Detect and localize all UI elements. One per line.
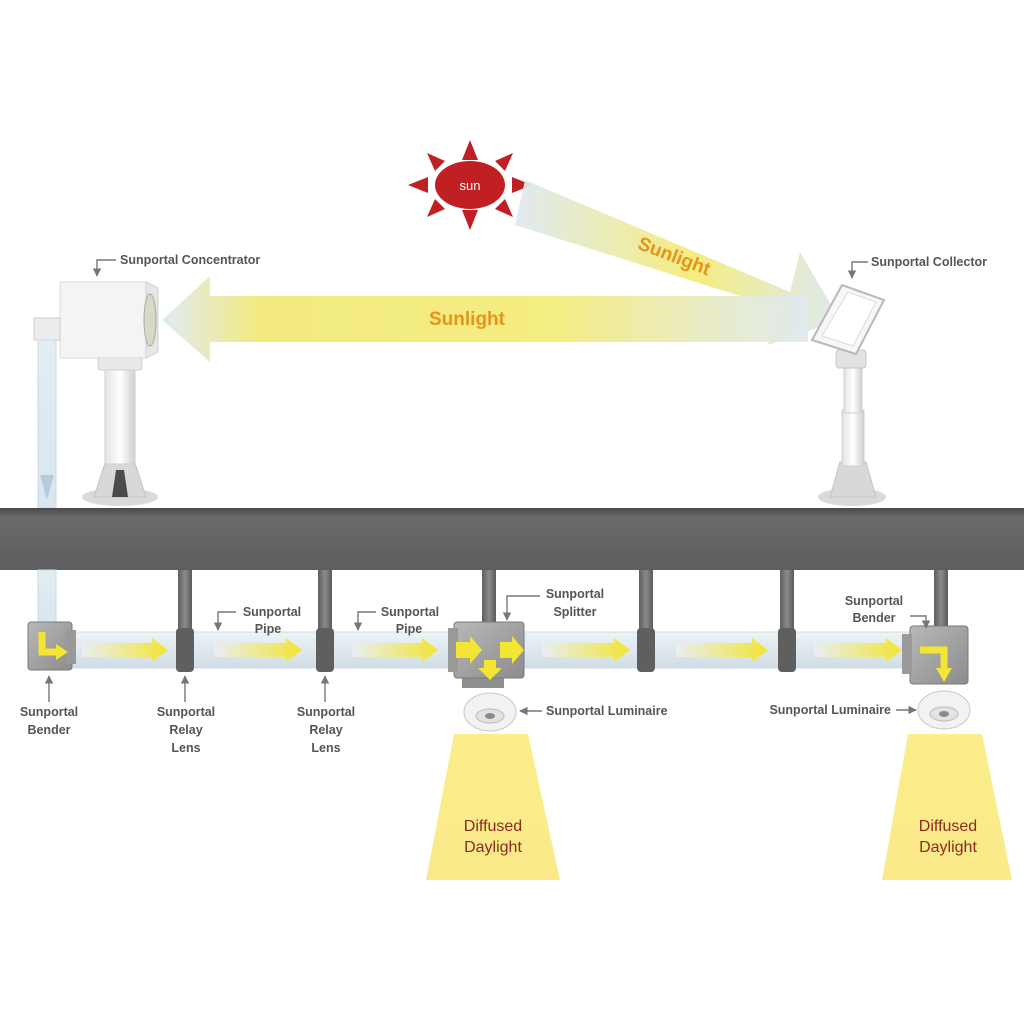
relay-lens-4 [778, 628, 796, 672]
pipe-2-pointer [353, 611, 376, 631]
pipe-flow-arrows [82, 638, 902, 662]
pipe-2-label-line1: Sunportal [381, 605, 439, 619]
collector-label: Sunportal Collector [871, 255, 987, 269]
relay-lens-3 [637, 628, 655, 672]
concentrator-lens [143, 293, 157, 347]
sunportal-bender-left [27, 621, 76, 671]
sunportal-collector [810, 283, 886, 506]
sunlight-beam-diagonal [515, 180, 840, 345]
relay-1-label-line1: Sunportal [157, 705, 215, 719]
sunportal-splitter [448, 621, 525, 688]
pipe-1-label-line2: Pipe [255, 622, 281, 636]
bender-right-label-line1: Sunportal [845, 594, 903, 608]
relay-2-label-line3: Lens [311, 741, 340, 755]
diffused-left-line1: Diffused [464, 818, 522, 835]
splitter-label-line1: Sunportal [546, 587, 604, 601]
concentrator-head [59, 281, 147, 359]
luminaire-left-label: Sunportal Luminaire [546, 704, 668, 718]
relay-1-label-line3: Lens [171, 741, 200, 755]
pipe-1-label-line1: Sunportal [243, 605, 301, 619]
pipe-hangers [178, 570, 948, 632]
collector-post [841, 409, 865, 467]
relay-2-label-line2: Relay [309, 723, 342, 737]
sunportal-luminaire-right [917, 690, 971, 730]
collector-pointer [847, 261, 868, 279]
bender-right-label-line2: Bender [852, 611, 895, 625]
concentrator-pointer [92, 259, 116, 277]
pipe-2-label-line2: Pipe [396, 622, 422, 636]
bender-right-pointer [910, 615, 931, 629]
relay-lens-2 [316, 628, 334, 672]
sun-label: sun [460, 178, 481, 193]
sunportal-bender-right [902, 625, 969, 685]
sun: sun [408, 140, 532, 230]
sun-rays [408, 140, 532, 230]
relay-1-label-line2: Relay [169, 723, 202, 737]
sun-disc [435, 161, 505, 209]
pipe-1-pointer [213, 611, 236, 631]
ceiling-slab [0, 508, 1024, 570]
diffused-left-line2: Daylight [464, 839, 522, 856]
concentrator-label: Sunportal Concentrator [120, 253, 260, 267]
sunportal-luminaire-left [463, 692, 517, 732]
diffused-right-line2: Daylight [919, 839, 977, 856]
bender-left-label-line1: Sunportal [20, 705, 78, 719]
sunlight-label-horizontal: Sunlight [429, 309, 506, 330]
relay-2-label-line1: Sunportal [297, 705, 355, 719]
luminaire-right-label: Sunportal Luminaire [769, 703, 891, 717]
concentrator-post [104, 367, 136, 465]
diffused-daylight-cone-right [882, 734, 1012, 880]
sunlight-beam-horizontal [162, 276, 808, 362]
splitter-pointer [502, 595, 540, 621]
splitter-label-line2: Splitter [553, 605, 596, 619]
relay-lens-1 [176, 628, 194, 672]
bender-left-label-line2: Bender [27, 723, 70, 737]
diffused-right-line1: Diffused [919, 818, 977, 835]
diffused-daylight-cone-left [426, 734, 560, 880]
sunportal-concentrator [33, 281, 159, 509]
